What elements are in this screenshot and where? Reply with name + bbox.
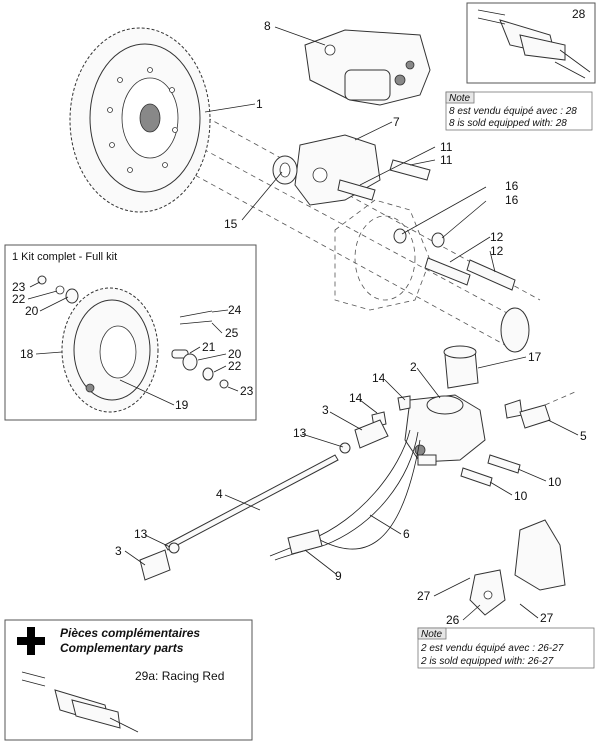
note-bottom-title: Note — [421, 629, 443, 640]
hub-carrier — [334, 199, 431, 311]
callout-15: 15 — [224, 217, 238, 231]
spacer-15 — [272, 155, 298, 185]
note-top-en: 8 is sold equipped with: 28 — [449, 118, 567, 129]
kit-title: 1 Kit complet - Full kit — [12, 251, 117, 263]
brake-pads — [477, 9, 591, 79]
sleeve-17 — [443, 345, 479, 389]
note-top — [445, 91, 593, 131]
callout-7: 7 — [393, 115, 400, 129]
complementary-title-en: Complementary parts — [60, 641, 184, 655]
connector-9 — [287, 529, 323, 555]
callout-19: 19 — [175, 398, 189, 412]
cap-14a — [397, 395, 411, 411]
callout-2: 2 — [410, 360, 417, 374]
note-bottom-en: 2 is sold equipped with: 26-27 — [420, 656, 554, 667]
callout-16a: 16 — [505, 179, 519, 193]
callout-22b: 22 — [228, 359, 242, 373]
callout-23a: 23 — [12, 280, 26, 294]
leader-lines — [27, 26, 579, 621]
callout-3b: 3 — [115, 544, 122, 558]
callout-22a: 22 — [12, 292, 26, 306]
callout-10b: 10 — [514, 489, 528, 503]
callout-18: 18 — [20, 347, 34, 361]
callout-26: 26 — [446, 613, 460, 627]
callout-20b: 20 — [228, 347, 242, 361]
callout-17: 17 — [528, 350, 542, 364]
note-top-title: Note — [449, 93, 471, 104]
callout-24: 24 — [228, 303, 242, 317]
brake-lever — [469, 519, 566, 616]
callout-16b: 16 — [505, 193, 519, 207]
callout-21: 21 — [202, 340, 216, 354]
callout-20a: 20 — [25, 304, 39, 318]
callout-25: 25 — [225, 326, 239, 340]
bolt-10a — [487, 454, 521, 474]
callout-10a: 10 — [548, 475, 562, 489]
brake-disc — [69, 27, 211, 213]
master-cylinder — [404, 394, 486, 466]
callout-6: 6 — [403, 527, 410, 541]
callout-11a: 11 — [440, 140, 453, 154]
complementary-title-fr: Pièces complémentaires — [60, 626, 200, 640]
bolts-12 — [424, 257, 516, 291]
hose-fitting-5 — [504, 391, 576, 429]
callout-13b: 13 — [134, 527, 148, 541]
washer-16a — [393, 228, 407, 244]
note-bottom — [417, 627, 595, 669]
callout-23b: 23 — [240, 384, 254, 398]
kit-small-parts — [37, 275, 229, 389]
callout-28: 28 — [572, 7, 586, 21]
kit-disc — [61, 287, 159, 413]
brake-caliper — [304, 29, 431, 106]
callout-13a: 13 — [293, 426, 307, 440]
complementary-box — [4, 619, 253, 741]
wiring-6 — [269, 429, 421, 561]
push-rod-4 — [164, 454, 339, 551]
callout-12b: 12 — [490, 244, 504, 258]
callout-12a: 12 — [490, 230, 504, 244]
callout-9: 9 — [335, 569, 342, 583]
clevis-3-bottom — [139, 542, 180, 581]
callout-14a: 14 — [372, 371, 386, 385]
callout-1: 1 — [256, 97, 263, 111]
note-top-fr: 8 est vendu équipé avec : 28 — [449, 106, 577, 117]
callout-14b: 14 — [349, 391, 363, 405]
callout-27b: 27 — [540, 611, 554, 625]
complementary-variant: 29a: Racing Red — [135, 669, 224, 683]
callout-11b: 11 — [440, 153, 453, 167]
callout-8: 8 — [264, 19, 271, 33]
callout-4: 4 — [216, 487, 223, 501]
callout-5: 5 — [580, 429, 587, 443]
plus-icon — [17, 627, 45, 655]
note-bottom-fr: 2 est vendu équipé avec : 26-27 — [420, 643, 564, 654]
callout-3a: 3 — [322, 403, 329, 417]
clevis-3-top — [339, 419, 389, 454]
bolt-10b — [460, 467, 493, 487]
callout-27a: 27 — [417, 589, 431, 603]
washer-16b — [431, 232, 445, 248]
